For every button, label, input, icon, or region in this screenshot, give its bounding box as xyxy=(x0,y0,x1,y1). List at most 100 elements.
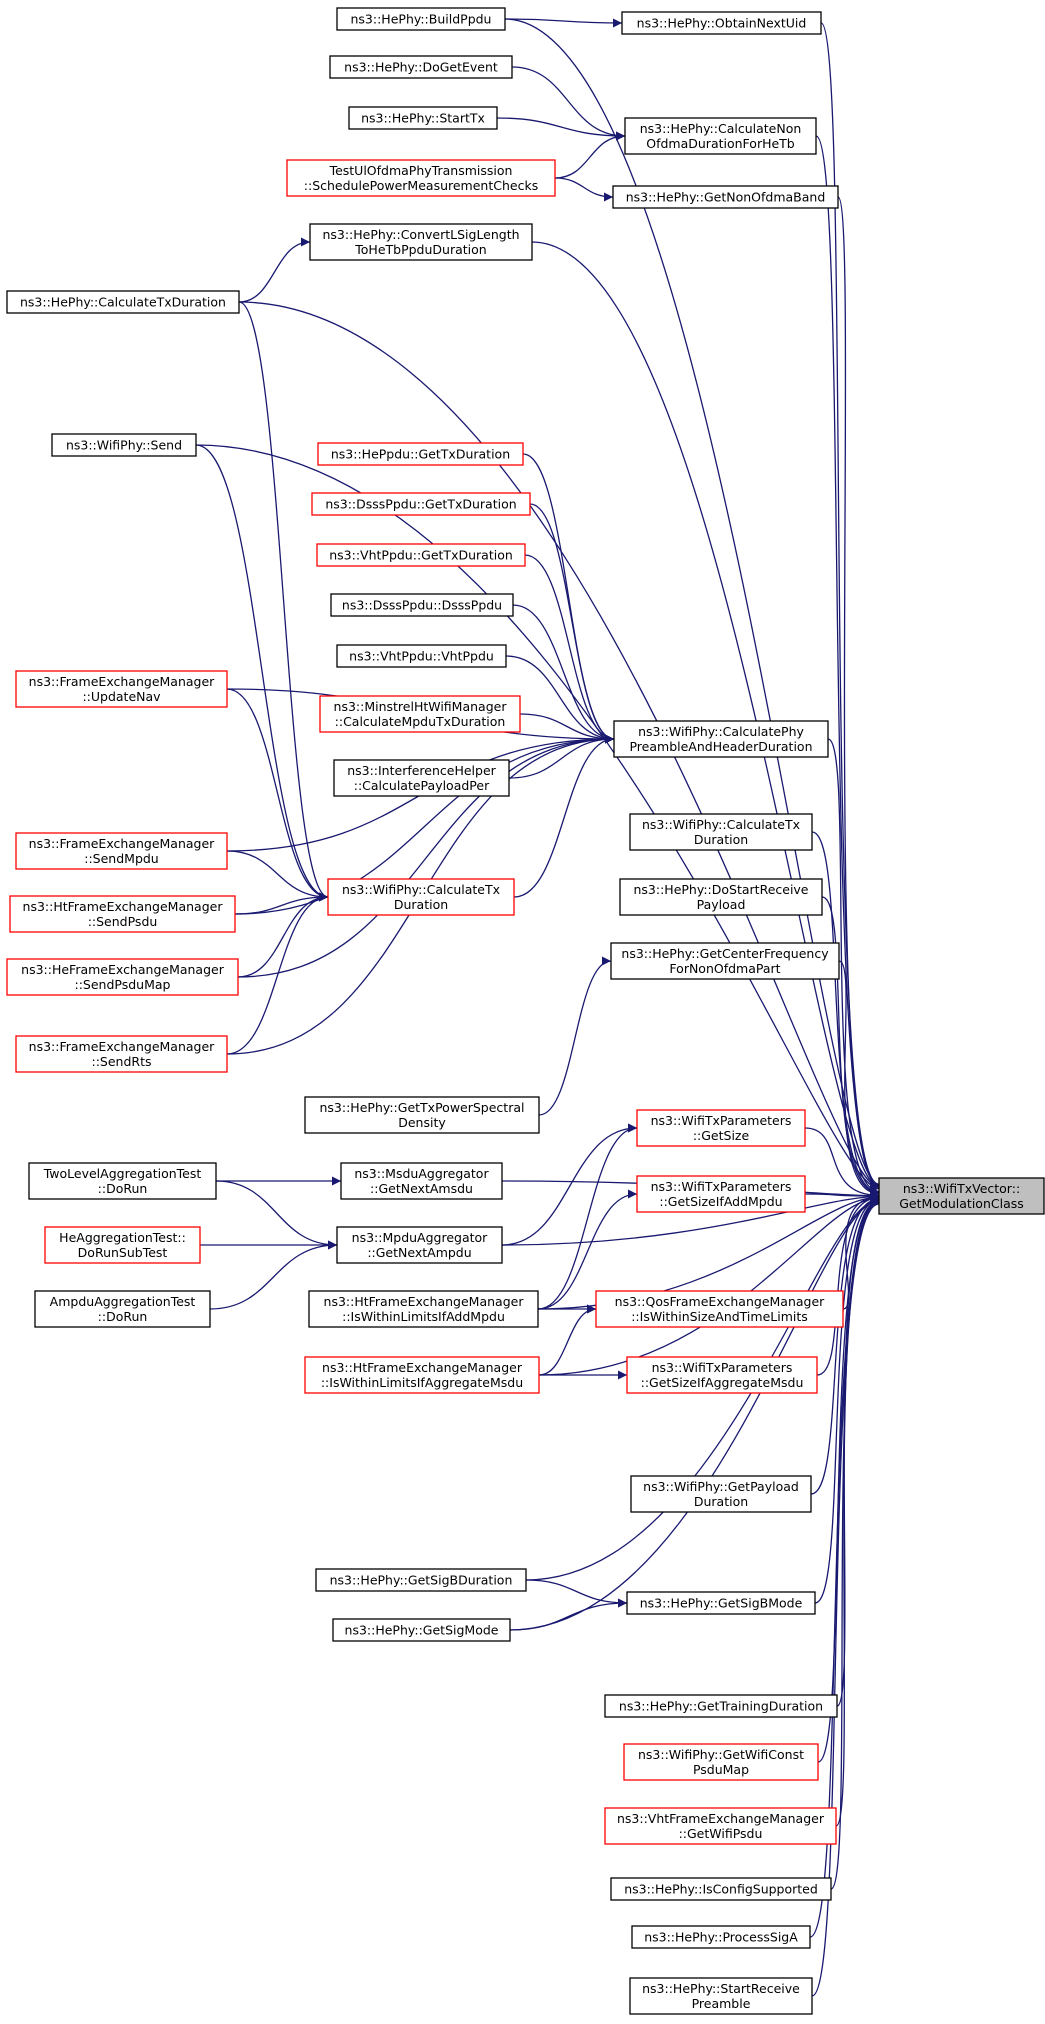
node-wifiphycalctxstatic[interactable]: ns3::WifiPhy::CalculateTxDuration xyxy=(629,813,813,851)
node-label: ns3::WifiPhy::GetPayload xyxy=(643,1479,799,1494)
edge-arrow xyxy=(835,1197,880,1827)
node-hephycalctx[interactable]: ns3::HePhy::CalculateTxDuration xyxy=(6,290,240,314)
node-label: Duration xyxy=(694,1494,748,1509)
node-calcnonofdma[interactable]: ns3::HePhy::CalculateNonOfdmaDurationFor… xyxy=(624,117,817,155)
node-label: ns3::HePhy::GetSigBDuration xyxy=(330,1573,513,1588)
node-htsendpsdu[interactable]: ns3::HtFrameExchangeManager::SendPsdu xyxy=(9,895,236,933)
node-box xyxy=(329,55,513,79)
edge-arrow xyxy=(511,66,626,141)
node-getsigbmode[interactable]: ns3::HePhy::GetSigBMode xyxy=(626,1591,816,1615)
node-heaggtest[interactable]: HeAggregationTest::DoRunSubTest xyxy=(44,1226,201,1264)
node-hesendpsdumap[interactable]: ns3::HeFrameExchangeManager::SendPsduMap xyxy=(6,958,239,996)
node-getcenterfreq[interactable]: ns3::HePhy::GetCenterFrequencyForNonOfdm… xyxy=(610,942,840,980)
node-ampdutest[interactable]: AmpduAggregationTest::DoRun xyxy=(34,1290,211,1328)
node-buildppdu[interactable]: ns3::HePhy::BuildPpdu xyxy=(336,7,506,31)
node-vhtgetwifipsdu[interactable]: ns3::VhtFrameExchangeManager::GetWifiPsd… xyxy=(604,1807,837,1845)
node-label: ns3::MsduAggregator xyxy=(354,1166,489,1181)
edge-arrow xyxy=(237,734,615,978)
node-label: ns3::HePhy::ProcessSigA xyxy=(644,1930,798,1945)
node-getsizeaddmpdu[interactable]: ns3::WifiTxParameters::GetSizeIfAddMpdu xyxy=(636,1175,806,1213)
node-dogetevent[interactable]: ns3::HePhy::DoGetEvent xyxy=(329,55,513,79)
node-box xyxy=(330,593,514,617)
node-label: ::IsWithinLimitsIfAggregateMsdu xyxy=(321,1375,523,1390)
edge-hephycalctx-to-convertlsig xyxy=(238,237,311,303)
node-label: ::SendPsduMap xyxy=(75,977,171,992)
edge-arrow xyxy=(209,1240,338,1310)
node-wifiphycalctx[interactable]: ns3::WifiPhy::CalculateTxDuration xyxy=(327,878,515,916)
node-minstrel[interactable]: ns3::MinstrelHtWifiManager::CalculateMpd… xyxy=(319,695,521,733)
edge-hesendpsdumap-to-calcpreamble xyxy=(237,734,615,978)
node-label: ns3::HePhy::CalculateNon xyxy=(640,121,802,136)
edge-arrow xyxy=(524,554,615,744)
edge-ampdutest-to-mpdunext xyxy=(209,1240,338,1310)
edge-arrow xyxy=(554,131,626,179)
node-box xyxy=(51,433,197,457)
node-processsiga[interactable]: ns3::HePhy::ProcessSigA xyxy=(631,1925,811,1949)
edge-arrow xyxy=(504,18,623,28)
node-box xyxy=(44,1226,201,1264)
node-label: ns3::HePhy::ObtainNextUid xyxy=(637,16,807,31)
node-box xyxy=(623,1743,819,1781)
node-vhtppductor[interactable]: ns3::VhtPpdu::VhtPpdu xyxy=(336,644,507,668)
node-box xyxy=(336,1226,503,1264)
node-label: ::IsWithinSizeAndTimeLimits xyxy=(631,1309,808,1324)
node-sendrts[interactable]: ns3::FrameExchangeManager::SendRts xyxy=(15,1035,228,1073)
node-label: ::SendMpdu xyxy=(84,851,158,866)
edge-arrow xyxy=(814,1195,880,1604)
node-label: ns3::HePhy::DoGetEvent xyxy=(344,60,498,75)
node-wifiphysend[interactable]: ns3::WifiPhy::Send xyxy=(51,433,197,457)
node-vhtppdutx[interactable]: ns3::VhtPpdu::GetTxDuration xyxy=(316,543,526,567)
node-starttx[interactable]: ns3::HePhy::StartTx xyxy=(348,106,498,130)
edge-arrow xyxy=(820,22,880,1189)
node-heppdu[interactable]: ns3::HePpdu::GetTxDuration xyxy=(317,442,524,466)
node-getsigmode[interactable]: ns3::HePhy::GetSigMode xyxy=(332,1618,511,1642)
node-convertlsig[interactable]: ns3::HePhy::ConvertLSigLengthToHeTbPpduD… xyxy=(309,223,533,261)
node-calcpreamble[interactable]: ns3::WifiPhy::CalculatePhyPreambleAndHea… xyxy=(613,720,829,758)
node-twolevel[interactable]: TwoLevelAggregationTest::DoRun xyxy=(28,1162,217,1200)
node-label: ns3::QosFrameExchangeManager xyxy=(615,1294,825,1309)
node-label: ::DoRun xyxy=(98,1181,148,1196)
node-getsize[interactable]: ns3::WifiTxParameters::GetSize xyxy=(636,1109,806,1147)
node-label: ns3::WifiPhy::CalculateTx xyxy=(342,882,500,897)
edge-arrow xyxy=(811,831,880,1197)
node-box xyxy=(336,7,506,31)
node-label: ns3::HePhy::BuildPpdu xyxy=(351,12,492,27)
node-isconfig[interactable]: ns3::HePhy::IsConfigSupported xyxy=(610,1877,832,1901)
edge-hephycalctx-to-wifiphycalctx xyxy=(238,301,329,902)
node-label: PsduMap xyxy=(693,1762,749,1777)
node-label: Density xyxy=(398,1115,446,1130)
node-getnonofdmaband[interactable]: ns3::HePhy::GetNonOfdmaBand xyxy=(612,185,839,209)
node-testul[interactable]: TestUlOfdmaPhyTransmission::SchedulePowe… xyxy=(286,159,556,197)
node-msdunext[interactable]: ns3::MsduAggregator::GetNextAmsdu xyxy=(340,1162,503,1200)
edge-minstrel-to-calcpreamble xyxy=(519,713,615,744)
node-interference[interactable]: ns3::InterferenceHelper::CalculatePayloa… xyxy=(333,759,510,797)
edge-arrow xyxy=(496,117,626,141)
edge-arrow xyxy=(509,1598,628,1631)
node-label: ns3::HtFrameExchangeManager xyxy=(23,899,224,914)
node-htwithinmsdu[interactable]: ns3::HtFrameExchangeManager::IsWithinLim… xyxy=(304,1356,540,1394)
node-gettraining[interactable]: ns3::HePhy::GetTrainingDuration xyxy=(604,1694,838,1718)
node-getsizeaggmsdu[interactable]: ns3::WifiTxParameters::GetSizeIfAggregat… xyxy=(626,1356,818,1394)
edge-getcenterfreq-to-gmc xyxy=(838,960,880,1199)
node-sendmpdu[interactable]: ns3::FrameExchangeManager::SendMpdu xyxy=(15,832,228,870)
node-box xyxy=(595,1290,844,1328)
node-obtainnextuid[interactable]: ns3::HePhy::ObtainNextUid xyxy=(621,11,822,35)
node-mpdunext[interactable]: ns3::MpduAggregator::GetNextAmpdu xyxy=(336,1226,503,1264)
node-htwithinmpdu[interactable]: ns3::HtFrameExchangeManager::IsWithinLim… xyxy=(308,1290,539,1328)
node-getsigbdur[interactable]: ns3::HePhy::GetSigBDuration xyxy=(315,1568,527,1592)
node-box xyxy=(629,813,813,851)
node-label: Duration xyxy=(694,832,748,847)
edge-convertlsig-to-gmc xyxy=(531,241,880,1191)
node-dsssppductor[interactable]: ns3::DsssPpdu::DsssPpdu xyxy=(330,593,514,617)
node-qoswithin[interactable]: ns3::QosFrameExchangeManager::IsWithinSi… xyxy=(595,1290,844,1328)
edge-wifiphycalctxstatic-to-gmc xyxy=(811,831,880,1197)
node-label: ns3::WifiPhy::CalculatePhy xyxy=(638,724,804,739)
node-updatenav[interactable]: ns3::FrameExchangeManager::UpdateNav xyxy=(15,670,228,708)
node-dsssppdutx[interactable]: ns3::DsssPpdu::GetTxDuration xyxy=(311,492,531,516)
edge-obtainnextuid-to-gmc xyxy=(820,22,880,1189)
